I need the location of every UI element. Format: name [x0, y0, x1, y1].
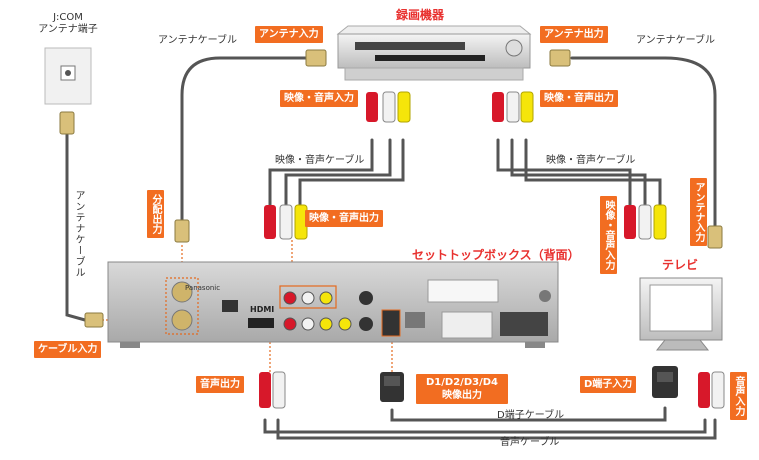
f-plug-cable-in — [84, 312, 104, 328]
tag-cable-in: ケーブル入力 — [34, 341, 102, 358]
tag-antenna-in-tv: アンテナ入力 — [690, 178, 707, 246]
stb-hdmi-label: HDMI — [250, 305, 275, 314]
av-cable-left-2 — [284, 138, 392, 207]
d-plug-stb — [380, 372, 404, 402]
f-plug-rec-out — [549, 49, 571, 67]
tv — [639, 277, 723, 351]
tag-audio-in: 音声入力 — [730, 372, 747, 420]
av-cable-right-2 — [510, 138, 647, 207]
rca-plugs-recorder — [366, 91, 534, 123]
audio-cable-1 — [263, 418, 707, 434]
stb-title: セットトップボックス（背面） — [412, 248, 580, 262]
rca-plugs-stb — [264, 204, 308, 240]
tag-av-out-recorder: 映像・音声出力 — [540, 90, 618, 107]
antenna-cable-tv — [570, 56, 717, 230]
tag-av-in-recorder: 映像・音声入力 — [280, 90, 358, 107]
tag-audio-out: 音声出力 — [196, 376, 244, 393]
antenna-cable-right-label: アンテナケーブル — [636, 35, 715, 46]
av-cable-left-1 — [268, 138, 374, 207]
f-plug-tv — [707, 225, 723, 249]
stb-body — [107, 261, 559, 348]
rca-plugs-tv — [624, 204, 667, 240]
tag-antenna-out-recorder: アンテナ出力 — [540, 26, 608, 43]
antenna-cable-left-label: アンテナケーブル — [158, 35, 237, 46]
antenna-cable-wall — [65, 133, 87, 322]
stb-rca-jacks — [279, 285, 352, 331]
tag-antenna-in-recorder: アンテナ入力 — [255, 26, 323, 43]
cables — [65, 56, 717, 440]
d-cable-label: D端子ケーブル — [497, 410, 565, 421]
av-cable-left-3 — [298, 138, 405, 207]
tv-plugs — [652, 366, 725, 409]
tag-d-out: D1/D2/D3/D4 映像出力 — [416, 374, 508, 404]
audio-cable-label: 音声ケーブル — [500, 437, 560, 448]
tag-av-in-tv: 映像・音声入力 — [600, 196, 617, 274]
antenna-cable-split — [180, 56, 310, 230]
f-plug-wall — [59, 111, 75, 135]
stb-brand: Panasonic — [185, 284, 221, 292]
recorder — [336, 25, 532, 81]
d-cable — [390, 406, 667, 422]
audio-cable-2 — [276, 418, 717, 440]
tv-title: テレビ — [662, 258, 699, 272]
wall-outlet-label: J:COM アンテナ端子 — [38, 12, 98, 35]
f-plug-rec-in — [305, 49, 327, 67]
tag-split-out: 分配出力 — [147, 190, 164, 238]
tag-d-in: D端子入力 — [580, 376, 637, 393]
recorder-title: 録画機器 — [396, 8, 445, 22]
av-cable-left-label: 映像・音声ケーブル — [275, 155, 365, 166]
f-plug-split — [174, 219, 190, 243]
antenna-cable-vertical-label: アンテナケーブル — [73, 190, 84, 278]
f-connectors — [59, 49, 723, 328]
audio-plugs-stb — [259, 371, 286, 409]
av-cable-right-label: 映像・音声ケーブル — [546, 155, 636, 166]
wall-outlet — [44, 47, 92, 105]
av-cable-right-1 — [496, 138, 632, 207]
tag-av-out-stb: 映像・音声出力 — [305, 210, 383, 227]
av-cable-right-3 — [524, 138, 662, 207]
